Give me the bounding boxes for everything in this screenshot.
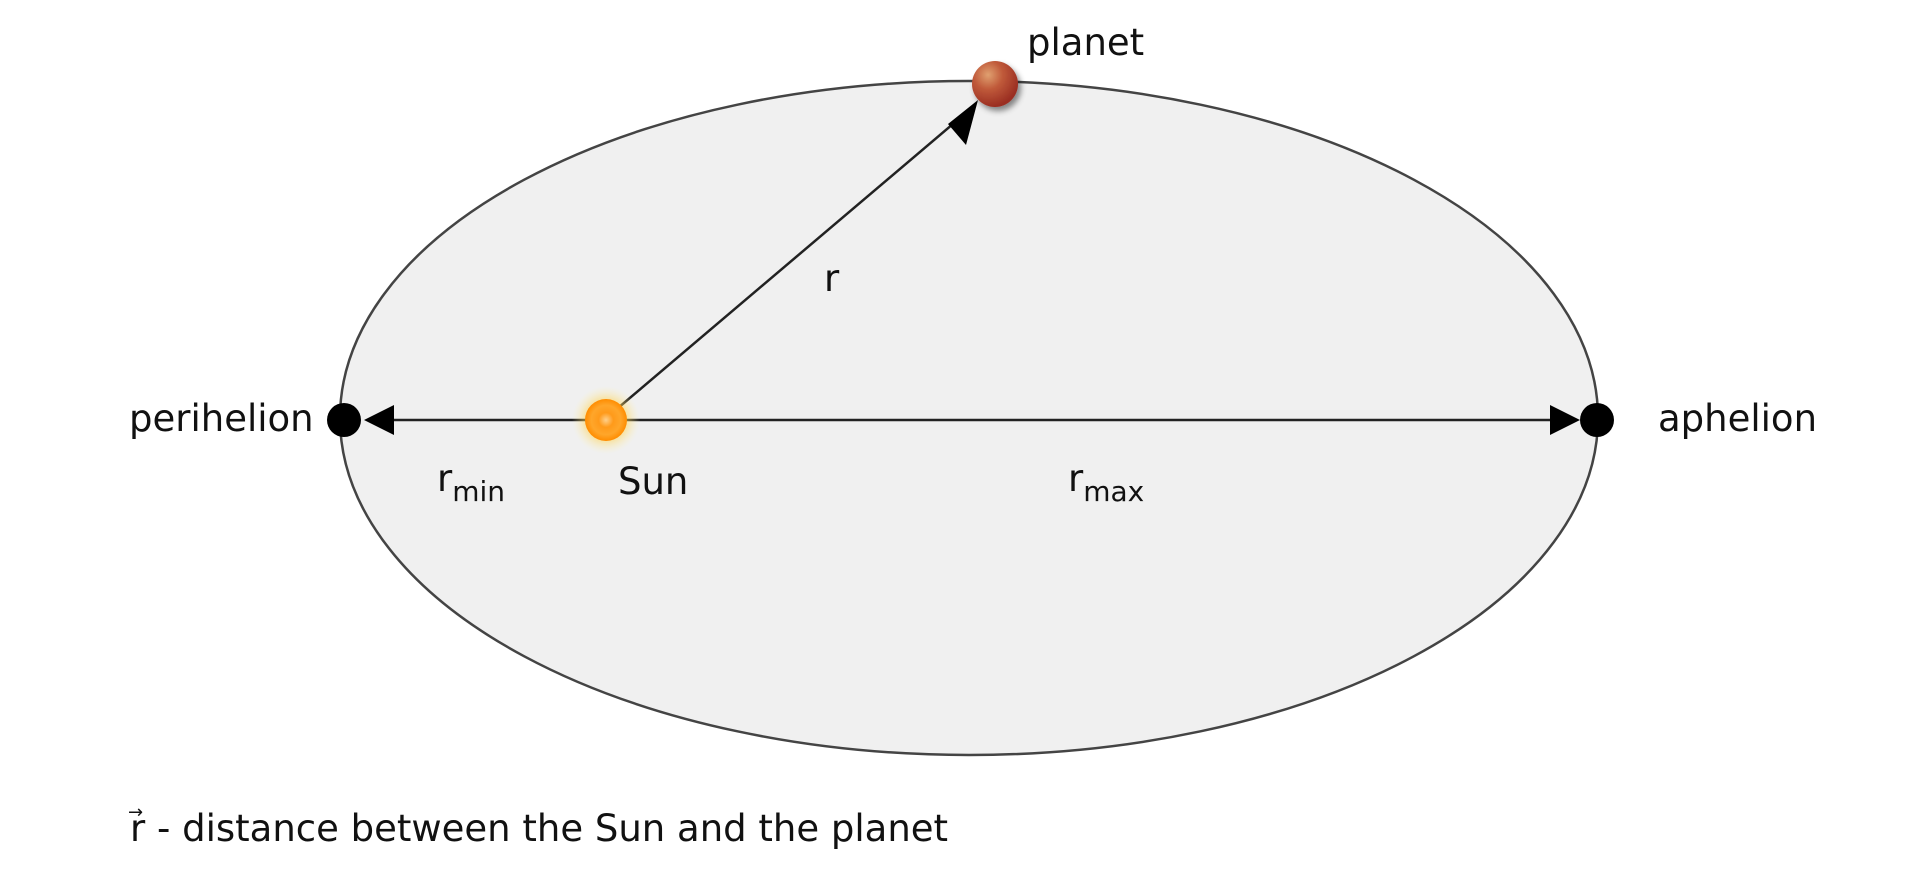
aphelion-label: aphelion bbox=[1658, 397, 1818, 440]
r-max-base: r bbox=[1068, 457, 1084, 500]
caption-text: - distance between the Sun and the plane… bbox=[145, 807, 949, 850]
planet-arrowhead-icon bbox=[948, 100, 978, 145]
r-label: r bbox=[824, 257, 840, 300]
perihelion-point bbox=[327, 403, 361, 437]
r-vector-line bbox=[617, 117, 961, 409]
orbit-ellipse bbox=[338, 79, 1600, 757]
perihelion-label: perihelion bbox=[129, 397, 314, 440]
planet-icon bbox=[972, 61, 1018, 107]
r-min-subscript: min bbox=[452, 475, 506, 508]
r-min-base: r bbox=[437, 457, 453, 500]
vector-letter: r bbox=[130, 807, 146, 850]
sun-icon bbox=[585, 399, 627, 441]
planet-label: planet bbox=[1027, 21, 1145, 64]
aphelion-arrowhead-icon bbox=[1550, 405, 1580, 435]
caption: →r - distance between the Sun and the pl… bbox=[128, 804, 949, 850]
r-max-subscript: max bbox=[1083, 475, 1145, 508]
r-min-label: rmin bbox=[437, 457, 505, 506]
aphelion-point bbox=[1580, 403, 1614, 437]
perihelion-arrowhead-icon bbox=[364, 405, 394, 435]
vector-arrow-icon: → bbox=[128, 802, 144, 823]
r-vector-symbol: →r bbox=[128, 804, 146, 850]
r-max-label: rmax bbox=[1068, 457, 1144, 506]
sun-label: Sun bbox=[618, 460, 689, 503]
